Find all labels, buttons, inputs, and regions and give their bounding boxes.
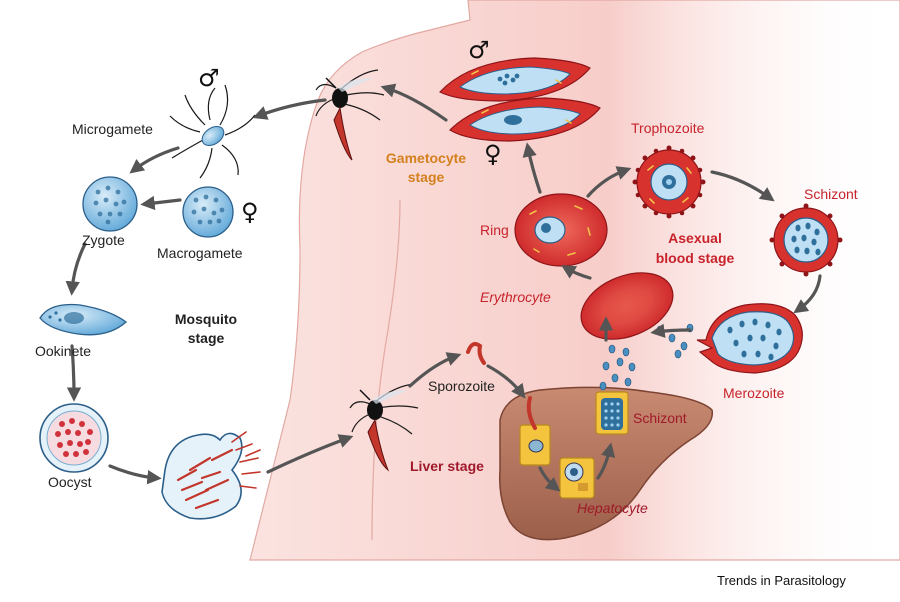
merozoite-bursting-cell — [696, 303, 803, 374]
label-ring: Ring — [480, 222, 509, 238]
rupturing-oocyst — [161, 431, 261, 520]
label-gametocyte-stage-line2: stage — [407, 169, 445, 185]
arrow-macrogamete-to-zygote — [140, 195, 182, 211]
female-gametocyte-cell — [449, 97, 601, 142]
human-body-silhouette — [249, 0, 900, 561]
arrow-zygote-to-ookinete — [65, 242, 87, 296]
ring-stage-cell — [514, 193, 608, 267]
arrow-hepatocyte-1-to-2 — [538, 466, 561, 492]
arrow-hepatocyte-2-to-3 — [596, 442, 616, 480]
lifecycle-arrows — [65, 83, 822, 492]
body-arm-contour — [371, 199, 401, 541]
arrow-ring-to-gametocyte — [522, 142, 542, 194]
liver-merozoites — [599, 344, 636, 391]
label-merozoite: Merozoite — [723, 385, 785, 401]
arrow-oocyst-to-rupture — [108, 464, 162, 485]
label-asexual-line1: Asexual — [668, 230, 722, 246]
blood-schizont-cell — [769, 203, 843, 277]
label-microgamete: Microgamete — [72, 121, 153, 137]
arrow-microgamete-to-zygote — [129, 146, 180, 174]
label-hepatocyte: Hepatocyte — [577, 500, 648, 516]
label-macrogamete: Macrogamete — [157, 245, 243, 261]
label-liver-stage: Liver stage — [410, 458, 484, 474]
hepatocyte-schizont — [595, 391, 629, 435]
arrow-mosquito-to-sporozoite — [408, 352, 462, 388]
male-gametocyte-cell — [439, 57, 591, 102]
arrow-merozoite-to-erythrocyte — [650, 323, 692, 338]
arrow-gametocyte-to-mosquito — [380, 83, 448, 122]
label-erythrocyte: Erythrocyte — [480, 289, 551, 305]
zygote-cell — [82, 176, 138, 232]
male-symbol-microgamete: ♂ — [198, 64, 220, 92]
label-oocyst: Oocyst — [48, 474, 92, 490]
label-gametocyte-stage-line1: Gametocyte — [385, 150, 467, 166]
hepatocyte-infected — [519, 396, 551, 466]
trophozoite-cell — [632, 145, 706, 219]
label-mosquito-stage-line2: stage — [187, 330, 225, 346]
label-ookinete: Ookinete — [35, 343, 92, 359]
oocyst-cell — [39, 403, 109, 473]
female-symbol-macrogamete: ♀ — [241, 198, 259, 226]
microgamete-cell — [169, 84, 256, 179]
arrow-mosquito-to-microgamete — [252, 98, 327, 120]
journal-credit: Trends in Parasitology — [717, 573, 846, 588]
hepatocyte-developing — [559, 457, 595, 499]
ookinete-cell — [39, 303, 128, 336]
label-sporozoite: Sporozoite — [428, 378, 495, 394]
arrow-sporozoite-to-liver — [486, 364, 526, 399]
label-asexual-line2: blood stage — [655, 250, 735, 266]
label-schizont-blood: Schizont — [804, 186, 858, 202]
macrogamete-cell — [182, 186, 234, 238]
mosquito-top — [315, 69, 385, 161]
label-schizont-liver: Schizont — [633, 410, 687, 426]
arrow-trophozoite-to-schizont — [710, 170, 775, 202]
arrow-rupture-to-mosquito — [266, 434, 354, 474]
male-symbol-gametocyte: ♂ — [468, 36, 490, 64]
label-mosquito-stage-line1: Mosquito — [174, 311, 238, 327]
arrow-ookinete-to-oocyst — [66, 344, 82, 402]
sporozoite-cell — [466, 342, 486, 365]
label-zygote: Zygote — [82, 232, 125, 248]
arrow-schizont-to-merozoite — [793, 274, 822, 314]
female-symbol-gametocyte: ♀ — [484, 140, 502, 168]
label-trophozoite: Trophozoite — [631, 120, 705, 136]
arrow-ring-to-trophozoite — [586, 166, 632, 198]
arrow-erythrocyte-to-ring — [561, 265, 592, 280]
